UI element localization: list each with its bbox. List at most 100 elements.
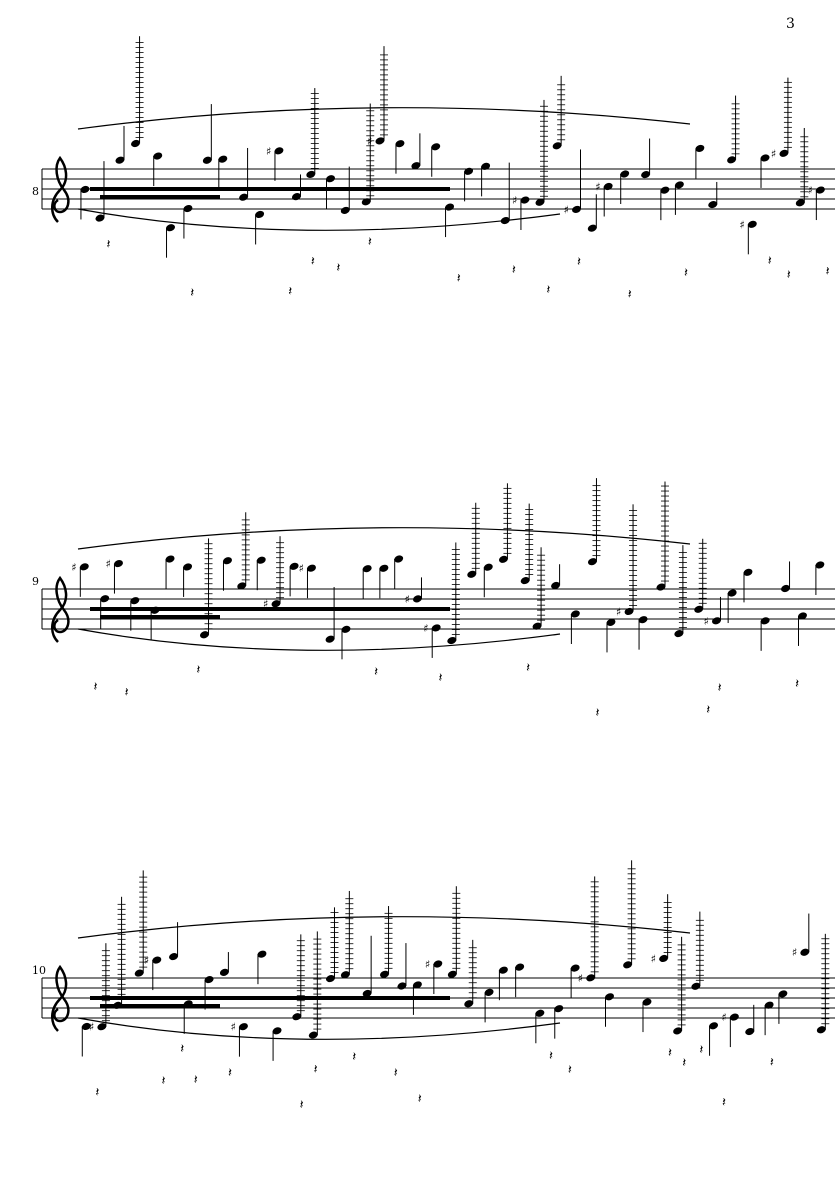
notehead: [81, 1022, 91, 1031]
notehead: [131, 139, 141, 148]
notehead: [413, 595, 422, 603]
slur: [77, 527, 691, 550]
notehead: [433, 960, 443, 968]
notehead: [498, 966, 508, 974]
quarter-rest-icon: 𝄽: [300, 1098, 304, 1113]
notehead: [200, 631, 209, 639]
notehead: [362, 989, 372, 998]
notehead: [431, 624, 441, 632]
notehead: [674, 630, 684, 638]
quarter-rest-icon: 𝄽: [190, 286, 194, 301]
accidental-sharp: ♯: [367, 135, 372, 148]
notehead: [326, 175, 335, 183]
notehead: [447, 636, 457, 645]
notehead: [520, 577, 530, 585]
accidental-sharp: ♯: [792, 946, 797, 959]
quarter-rest-icon: 𝄽: [368, 235, 372, 250]
quarter-rest-icon: 𝄽: [180, 1042, 184, 1057]
quarter-rest-icon: 𝄽: [162, 1074, 166, 1089]
notehead: [97, 1023, 107, 1031]
accidental-sharp: ♯: [512, 194, 517, 207]
notehead: [306, 564, 316, 572]
notehead: [570, 610, 580, 618]
notehead: [223, 557, 232, 565]
notehead: [271, 600, 281, 608]
notehead: [760, 617, 770, 625]
notehead: [515, 963, 525, 971]
quarter-rest-icon: 𝄽: [314, 1063, 318, 1078]
notehead: [134, 969, 144, 977]
notehead: [500, 216, 510, 225]
quarter-rest-icon: 𝄽: [228, 1066, 232, 1081]
notehead: [239, 193, 249, 201]
notehead: [760, 154, 770, 162]
beam: [100, 195, 220, 199]
notehead: [695, 144, 705, 152]
quarter-rest-icon: 𝄽: [194, 1073, 198, 1088]
notehead: [113, 560, 123, 568]
notehead: [551, 581, 561, 590]
notehead: [306, 170, 316, 178]
notehead: [340, 971, 350, 979]
notehead: [481, 162, 491, 170]
quarter-rest-icon: 𝄽: [718, 681, 722, 696]
notehead: [274, 147, 284, 155]
notehead: [395, 140, 405, 148]
notehead: [411, 162, 421, 170]
notehead: [498, 555, 508, 563]
notehead: [183, 563, 193, 571]
notehead: [778, 990, 788, 998]
staff-notation: 𝄽𝄽♯𝄽𝄽𝄽𝄽♯𝄽𝄽♯𝄽♯𝄽♯𝄽𝄽♯𝄽♯𝄽♯𝄽: [41, 36, 835, 302]
quarter-rest-icon: 𝄽: [352, 1050, 356, 1065]
notehead: [587, 224, 597, 232]
quarter-rest-icon: 𝄽: [94, 680, 98, 695]
notehead: [308, 1031, 318, 1039]
notehead: [412, 981, 422, 989]
notehead: [79, 563, 89, 571]
notehead: [166, 224, 175, 232]
notehead: [272, 1027, 282, 1035]
notehead: [552, 142, 562, 150]
notehead: [708, 201, 718, 209]
notehead: [642, 998, 652, 1006]
accidental-sharp: ♯: [425, 958, 430, 971]
beam: [100, 615, 220, 619]
notehead: [183, 1000, 193, 1008]
notehead: [204, 976, 214, 984]
beam: [90, 187, 450, 191]
quarter-rest-icon: 𝄽: [699, 1043, 703, 1058]
notehead: [727, 156, 737, 164]
staff-notation: 𝄽♯♯𝄽𝄽𝄽𝄽♯𝄽𝄽𝄽𝄽𝄽♯𝄽𝄽♯♯𝄽𝄽𝄽𝄽♯𝄽♯: [41, 860, 835, 1113]
beam: [90, 607, 450, 611]
treble-clef-icon: [51, 155, 70, 223]
notehead: [747, 220, 757, 228]
accidental-sharp: ♯: [807, 184, 812, 197]
quarter-rest-icon: 𝄽: [107, 238, 111, 253]
staff-system-3: 10 𝄽♯♯𝄽𝄽𝄽𝄽♯𝄽𝄽𝄽𝄽𝄽♯𝄽𝄽♯♯𝄽𝄽𝄽𝄽♯𝄽♯: [0, 760, 835, 1181]
notehead: [467, 570, 477, 578]
notehead: [554, 1005, 564, 1013]
notehead: [153, 152, 163, 160]
notehead: [325, 635, 335, 643]
quarter-rest-icon: 𝄽: [512, 263, 516, 278]
quarter-rest-icon: 𝄽: [787, 268, 791, 283]
notehead: [659, 954, 669, 963]
notehead: [341, 625, 351, 633]
notehead: [464, 167, 474, 175]
notehead: [150, 606, 160, 614]
notehead: [606, 618, 616, 626]
notehead: [169, 953, 179, 961]
quarter-rest-icon: 𝄽: [418, 1092, 422, 1107]
notehead: [535, 198, 545, 206]
notehead: [237, 582, 247, 590]
accidental-sharp: ♯: [721, 1011, 726, 1024]
notehead: [660, 186, 670, 194]
notehead: [289, 562, 299, 570]
treble-clef-icon: [51, 964, 70, 1032]
notehead: [605, 993, 614, 1001]
notehead: [623, 961, 633, 969]
notes-layer: ♯𝄽♯𝄽𝄽♯♯𝄽♯♯𝄽𝄽𝄽♯𝄽♯𝄽𝄽: [71, 478, 825, 721]
accidental-sharp: ♯: [144, 954, 149, 967]
notehead: [795, 199, 805, 207]
